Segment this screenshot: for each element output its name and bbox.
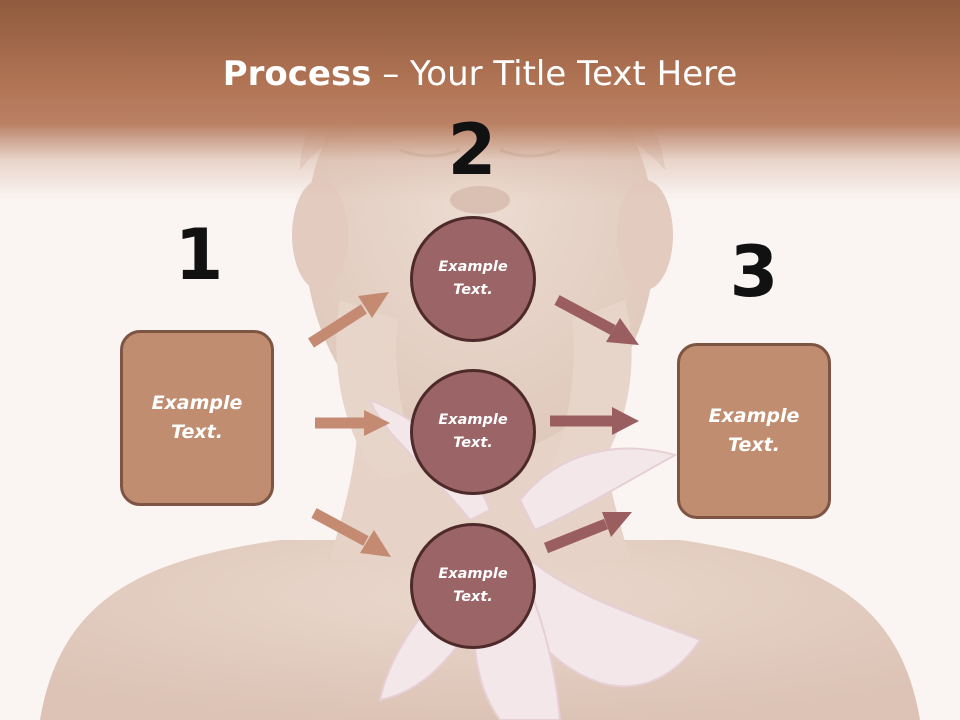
title-rest: – Your Title Text Here [371,54,738,94]
circle-top: Example Text. [410,216,536,342]
title-bold: Process [222,54,372,94]
circle-top-text: Example Text. [438,259,508,298]
step-1-text: Example Text. [151,392,243,443]
step-1-box: Example Text. [120,330,274,506]
arrow-left-mid [315,410,390,436]
circle-middle: Example Text. [410,369,536,495]
arrow-right-mid [550,407,639,435]
step-number-1: 1 [174,214,224,296]
step-3-text: Example Text. [708,405,800,456]
arrow-left-up [308,292,389,348]
circle-bottom: Example Text. [410,523,536,649]
step-3-box: Example Text. [677,343,831,519]
header-band [0,0,960,200]
circle-bottom-text: Example Text. [438,566,508,605]
arrow-right-up [554,295,639,345]
arrow-right-down [543,512,632,554]
step-number-2: 2 [447,109,497,191]
page-title: Process – Your Title Text Here [0,52,960,96]
step-number-3: 3 [729,231,779,313]
circle-middle-text: Example Text. [438,412,508,451]
arrow-left-down [311,508,391,557]
